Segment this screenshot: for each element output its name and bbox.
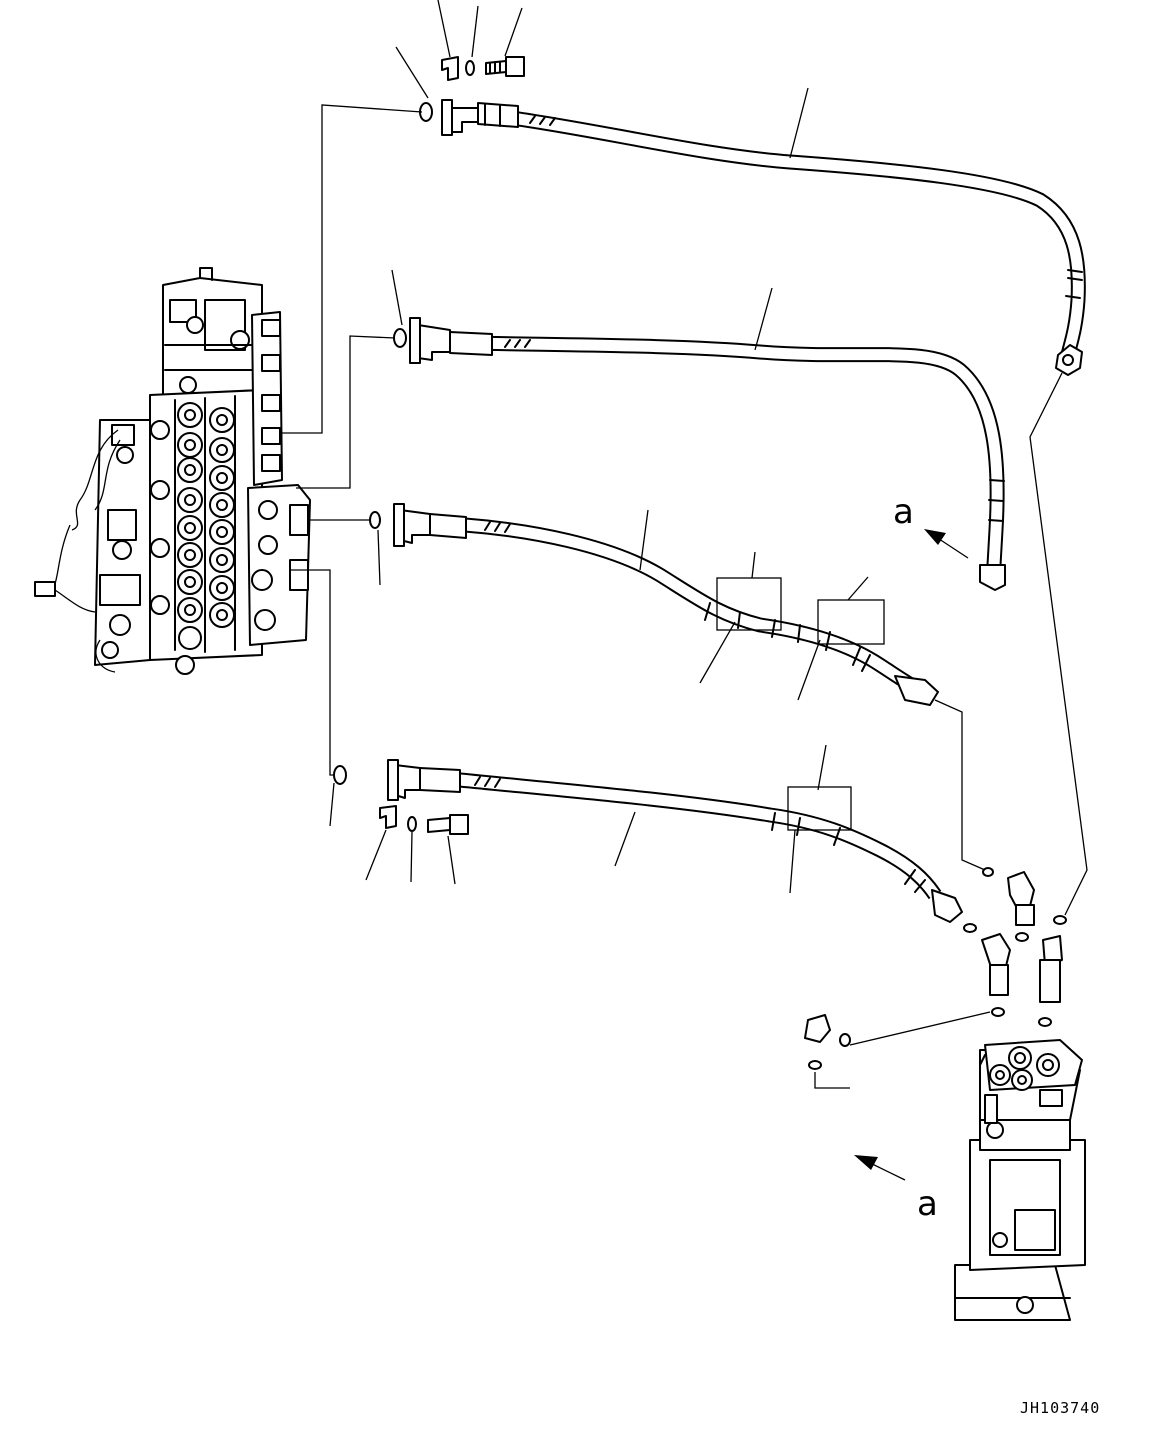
view-label-lower: a [917, 1184, 938, 1224]
view-arrow-lower [854, 1155, 906, 1181]
swivel-joint [954, 1039, 1086, 1321]
view-arrow-upper [924, 529, 969, 559]
control-valve-assembly [34, 267, 311, 675]
drawing-code: JH103740 [1020, 1399, 1100, 1417]
hose-2 [393, 317, 1006, 591]
view-label-upper: a [893, 492, 914, 532]
hose-3 [369, 503, 939, 706]
leader-lines [282, 0, 1088, 1089]
elbow-fittings [804, 867, 1067, 1070]
hose-1 [441, 99, 1086, 376]
hose-4 [333, 759, 963, 923]
fitting-parts-top [419, 56, 525, 122]
fitting-parts-bottom [379, 805, 469, 835]
